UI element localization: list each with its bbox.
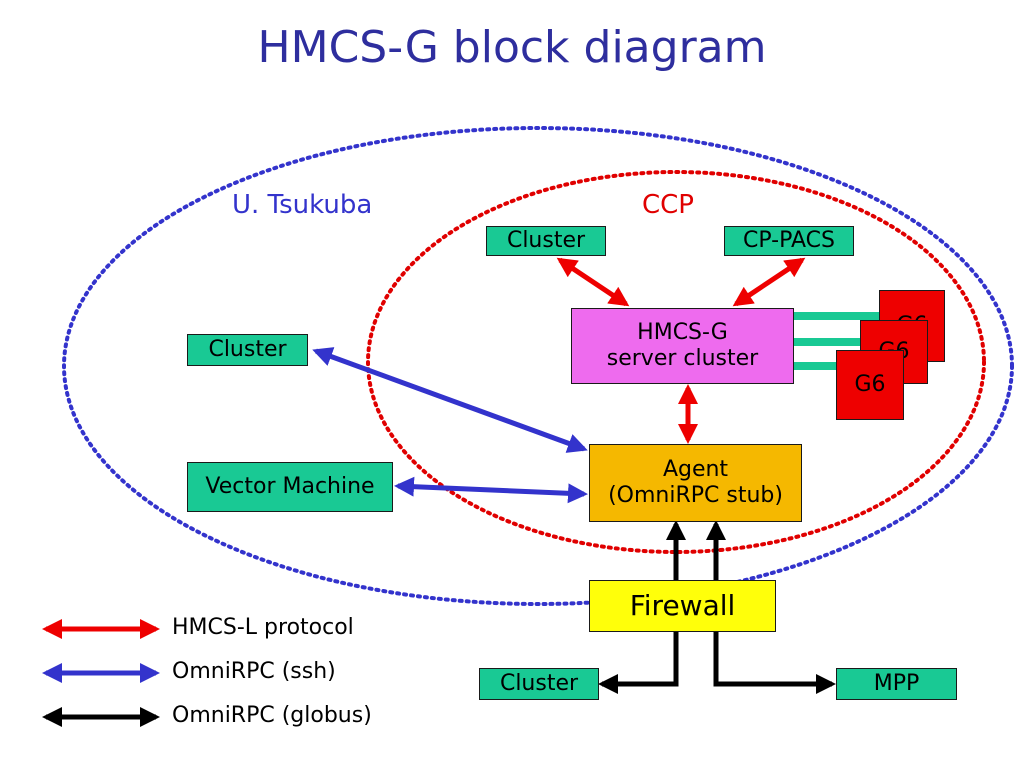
tsukuba-region-boundary [62, 126, 1014, 606]
hmcs-l-arrow-cp-pacs [732, 257, 806, 307]
omnirpc-ssh-arrow-cluster [312, 347, 588, 453]
vector-machine-node[interactable]: Vector Machine [187, 462, 393, 512]
hmcs-l-arrow-cluster [556, 257, 630, 307]
hmcs-g-server-node[interactable]: HMCS-G server cluster [571, 308, 794, 384]
cp-pacs-node[interactable]: CP-PACS [724, 226, 854, 256]
external-cluster-node[interactable]: Cluster [479, 668, 599, 700]
globus-arrow-to-cluster [598, 632, 679, 694]
tsukuba-cluster-node[interactable]: Cluster [187, 334, 308, 366]
ccp-cluster-node[interactable]: Cluster [486, 226, 606, 256]
g6-board-front[interactable]: G6 [836, 350, 904, 420]
slide-title: HMCS-G block diagram [257, 22, 767, 73]
region-label-tsukuba: U. Tsukuba [232, 190, 373, 220]
firewall-node[interactable]: Firewall [589, 580, 776, 632]
hmcs-g-server-line-2: server cluster [606, 346, 759, 371]
globus-arrow-to-mpp [713, 632, 836, 694]
legend-label-hmcs-l: HMCS-L protocol [172, 615, 354, 640]
legend-label-ssh: OmniRPC (ssh) [172, 659, 336, 684]
omnirpc-ssh-arrow-vector-machine [394, 476, 588, 504]
agent-line-2: (OmniRPC stub) [608, 483, 783, 508]
legend-label-globus: OmniRPC (globus) [172, 703, 372, 728]
agent-line-1: Agent [662, 456, 729, 482]
region-label-ccp: CCP [642, 190, 694, 220]
mpp-node[interactable]: MPP [836, 668, 957, 700]
hmcs-g-server-line-1: HMCS-G [637, 319, 728, 345]
agent-node[interactable]: Agent (OmniRPC stub) [589, 444, 802, 522]
